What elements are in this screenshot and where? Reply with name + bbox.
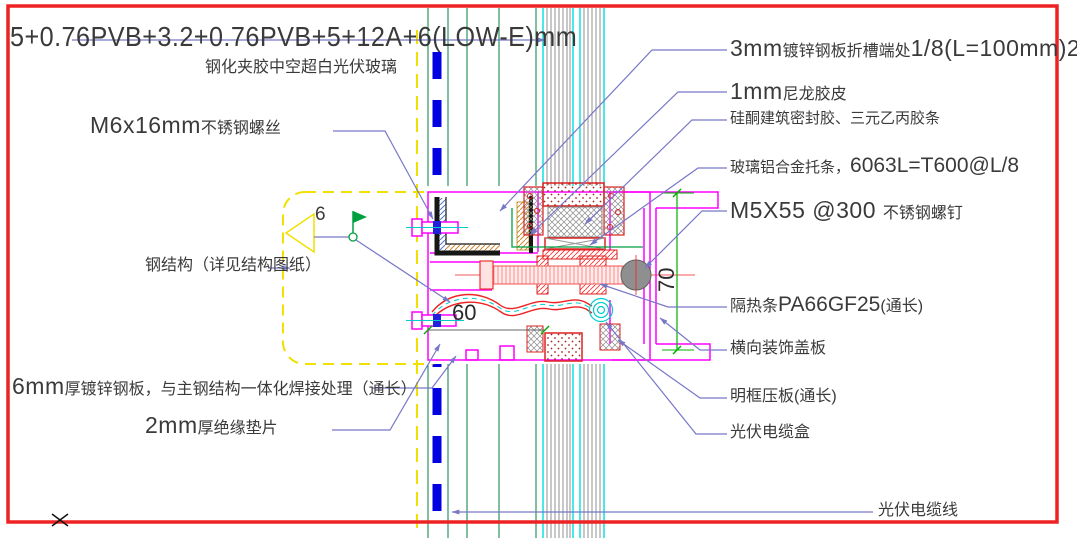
leader-3mm-plate (499, 49, 727, 212)
transom-profile (406, 182, 722, 364)
label-glass-support: 玻璃铝合金托条，6063L=T600@L/8 (730, 154, 1020, 177)
leader-cable-box (605, 321, 727, 435)
dimension-70 (662, 188, 694, 355)
label-nylon: 1mm尼龙胶皮 (730, 78, 847, 104)
leader-pressure-plate (617, 339, 727, 399)
label-cover-plate: 横向装饰盖板 (730, 340, 827, 357)
fastener-assembly (455, 255, 695, 295)
dimension-60 (423, 325, 550, 335)
leader-thermal-break (599, 283, 727, 308)
label-2mm-gasket: 2mm厚绝缘垫片 (145, 412, 278, 438)
m5-screw-head-left (479, 260, 494, 290)
gasket-and-cable-box (431, 293, 614, 323)
leader-glass-support (589, 167, 727, 246)
leader-nylon (529, 91, 727, 236)
field-weld-flag (353, 211, 367, 223)
pv-cable-box-coil (588, 297, 614, 323)
dim-text-60: 60 (452, 300, 477, 325)
label-thermal-break: 隔热条PA66GF25(通长) (730, 293, 924, 316)
glass-makeup-title: 5+0.76PVB+3.2+0.76PVB+5+12A+6(LOW-E)mm (10, 21, 640, 52)
weld-symbol (284, 211, 451, 303)
glazing-pocket-bottom (526, 323, 621, 362)
glass-support-bar (511, 208, 643, 248)
label-3mm-plate: 3mm镀锌钢板折槽端处1/8(L=100mm)2 (730, 35, 1077, 61)
m6-screws (406, 218, 468, 330)
dim-text-70: 70 (654, 267, 679, 292)
label-6mm-plate: 6mm厚镀锌钢板，与主钢结构一体化焊接处理（通长） (12, 373, 417, 399)
leader-m6-screw (333, 130, 434, 220)
leader-6mm-plate (372, 355, 457, 389)
label-sealant: 硅酮建筑密封胶、三元乙丙胶条 (730, 110, 941, 127)
label-m6-screw: M6x16mm不锈钢螺丝 (90, 112, 281, 138)
label-cable-line: 光伏电缆线 (878, 502, 959, 519)
label-pressure-plate: 明框压板(通长) (730, 388, 837, 405)
label-steel-structure: 钢结构（详见结构图纸） (145, 257, 322, 274)
sheet-border (6, 4, 1059, 527)
glazing-pocket-top (511, 182, 643, 260)
label-m5-screw: M5X55 @300 不锈钢螺钉 (730, 197, 963, 223)
label-cable-box: 光伏电缆盒 (730, 424, 811, 441)
leader-sealant (584, 119, 727, 225)
leader-m5-screw (644, 210, 727, 269)
glass-type-subtitle: 钢化夹胶中空超白光伏玻璃 (205, 59, 398, 76)
weld-size-text: 6 (315, 204, 326, 225)
leader-2mm-gasket (332, 343, 441, 431)
m5-screw-shaft (491, 265, 633, 285)
glass-makeup-text: 5+0.76PVB+3.2+0.76PVB+5+12A+6(LOW-E)mm (10, 21, 578, 52)
leader-cover-plate (659, 317, 727, 351)
leader-lines (72, 37, 873, 515)
